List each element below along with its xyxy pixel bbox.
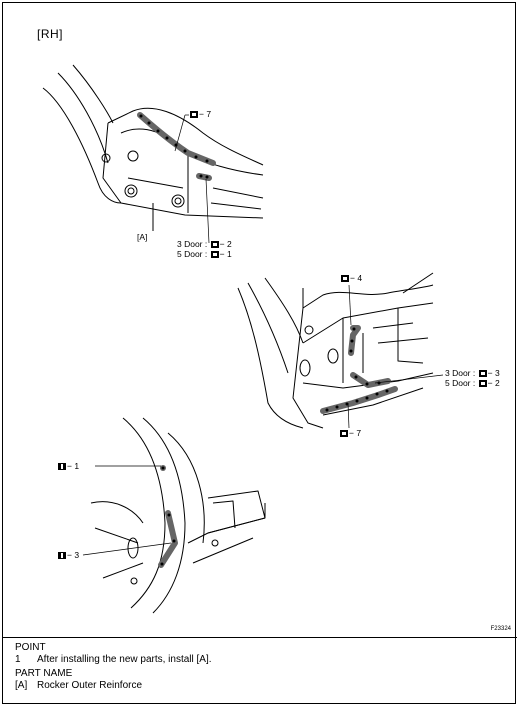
body-panel-diagram bbox=[42, 64, 444, 614]
bottom-spot-marks bbox=[160, 466, 176, 566]
spot-weld-icon bbox=[340, 430, 348, 437]
top-leaders bbox=[174, 114, 210, 244]
middle-spot-marks bbox=[325, 327, 389, 412]
mid-spot-top-callout: − 4 bbox=[340, 273, 362, 283]
bot-weld-3-callout: − 3 bbox=[57, 550, 79, 560]
bot-weld-1-callout: − 1 bbox=[57, 461, 79, 471]
spot-weld-icon bbox=[210, 251, 219, 258]
mid-5door-callout: 5 Door : − 2 bbox=[445, 378, 500, 388]
side-label: [RH] bbox=[37, 27, 63, 41]
part-name: Rocker Outer Reinforce bbox=[37, 679, 143, 691]
top-bracket-label: [A] bbox=[137, 232, 148, 242]
point-text: After installing the new parts, install … bbox=[37, 653, 212, 665]
spot-weld-icon bbox=[478, 370, 487, 377]
view-middle bbox=[237, 272, 434, 429]
view-top bbox=[42, 64, 264, 231]
top-spot-callout: − 7 bbox=[189, 109, 211, 119]
figure-code: F23324 bbox=[490, 626, 511, 632]
partname-heading: PART NAME bbox=[15, 668, 73, 679]
mid-spot-bottom-callout: − 7 bbox=[339, 428, 361, 438]
weld-icon bbox=[58, 552, 66, 559]
view-bottom bbox=[90, 417, 266, 614]
middle-weld-line bbox=[320, 325, 398, 414]
spot-weld-icon bbox=[478, 380, 487, 387]
figure-area: [RH] bbox=[3, 3, 517, 638]
weld-icon bbox=[58, 463, 66, 470]
point-heading: POINT bbox=[15, 642, 46, 653]
part-ref: [A] bbox=[15, 679, 28, 691]
spot-weld-icon bbox=[341, 275, 349, 282]
bottom-leaders bbox=[82, 465, 172, 556]
part-item: [A] Rocker Outer Reinforce bbox=[15, 680, 212, 692]
top-5door-callout: 5 Door : − 1 bbox=[177, 249, 232, 259]
point-number: 1 bbox=[15, 653, 21, 665]
point-item: 1 After installing the new parts, install… bbox=[15, 654, 212, 666]
top-3door-callout: 3 Door : − 2 bbox=[177, 239, 232, 249]
spot-weld-icon bbox=[210, 241, 219, 248]
mid-3door-callout: 3 Door : − 3 bbox=[445, 368, 500, 378]
notes-section: POINT 1 After installing the new parts, i… bbox=[15, 642, 212, 691]
middle-leaders bbox=[347, 284, 444, 429]
spot-weld-icon bbox=[190, 111, 198, 118]
